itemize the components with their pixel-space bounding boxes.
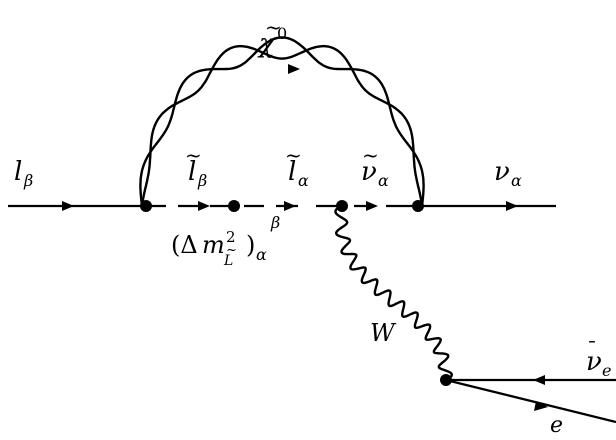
svg-text:m: m xyxy=(202,231,225,259)
neutrino-out-arrow xyxy=(506,201,518,211)
slepton-alpha-arrow xyxy=(284,201,296,211)
neutralino-label: χ ~ 0 xyxy=(257,15,287,59)
svg-text:ν: ν xyxy=(494,157,510,187)
svg-text:α: α xyxy=(256,245,267,264)
svg-text:): ) xyxy=(246,231,255,259)
mass-insertion-vertex xyxy=(228,200,240,212)
lepton-in-label: l β xyxy=(14,157,33,190)
sneutrino-label: ν ~ α xyxy=(361,143,389,190)
slepton-beta-label: l ~ β xyxy=(185,143,207,190)
svg-text:l: l xyxy=(14,157,22,187)
mass-insertion-label: (Δ m 2 L ~ ) α β xyxy=(171,213,280,269)
sneutrino-arrow xyxy=(366,201,378,211)
svg-text:α: α xyxy=(378,171,389,190)
antineutrino-label: ν ¯ e xyxy=(586,337,611,380)
svg-text:~: ~ xyxy=(226,243,237,258)
svg-text:β: β xyxy=(23,171,33,190)
slepton-alpha-label: l ~ α xyxy=(285,143,309,190)
svg-text:L: L xyxy=(223,253,233,269)
w-boson-wave xyxy=(334,204,454,382)
electron-line xyxy=(445,378,616,424)
svg-text:~: ~ xyxy=(185,143,202,167)
svg-text:0: 0 xyxy=(277,24,287,43)
svg-text:β: β xyxy=(197,171,207,190)
electron-label: e xyxy=(550,413,563,435)
svg-text:~: ~ xyxy=(285,143,302,167)
svg-text:(Δ: (Δ xyxy=(171,231,198,259)
neutralino-strand-2 xyxy=(140,44,424,207)
vertex-right xyxy=(412,200,424,212)
svg-text:¯: ¯ xyxy=(587,337,597,361)
svg-text:ν: ν xyxy=(361,157,377,187)
svg-text:~: ~ xyxy=(265,15,282,39)
svg-text:α: α xyxy=(298,171,309,190)
neutralino-loop xyxy=(139,36,425,207)
svg-text:ν: ν xyxy=(586,347,602,377)
w-boson-line xyxy=(334,204,454,382)
vertex-left xyxy=(140,200,152,212)
svg-text:α: α xyxy=(511,171,522,190)
svg-text:2: 2 xyxy=(226,228,236,246)
svg-text:~: ~ xyxy=(362,143,379,167)
svg-text:l: l xyxy=(188,157,196,187)
neutralino-strand-1 xyxy=(139,36,425,207)
neutrino-out-label: ν α xyxy=(494,157,522,190)
w-vertex-bottom xyxy=(440,374,452,386)
w-vertex-top xyxy=(336,200,348,212)
slepton-beta-arrow xyxy=(198,201,210,211)
w-boson-label: W xyxy=(370,319,397,347)
antineutrino-arrow xyxy=(533,375,545,385)
neutralino-arrow xyxy=(288,64,300,74)
lepton-in-arrow xyxy=(62,201,74,211)
svg-text:l: l xyxy=(288,157,296,187)
svg-text:χ: χ xyxy=(257,29,277,59)
svg-text:β: β xyxy=(270,213,280,232)
electron-arrow xyxy=(534,401,548,411)
svg-text:e: e xyxy=(602,361,611,380)
